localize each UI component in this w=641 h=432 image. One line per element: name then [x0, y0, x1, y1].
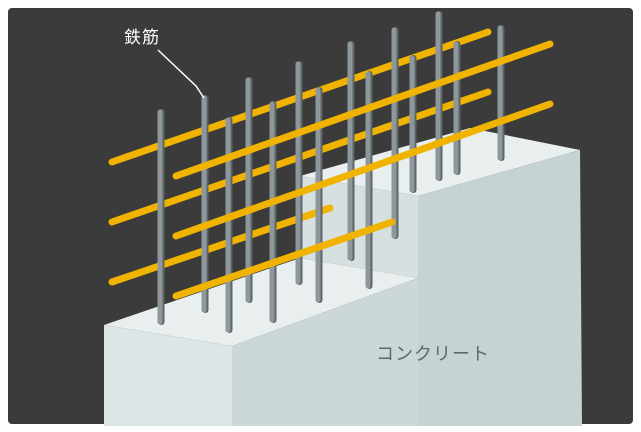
- concrete-upper-side: [300, 176, 418, 278]
- horizontal-rebar-front: [172, 218, 396, 300]
- concrete-label: コンクリート: [376, 344, 490, 365]
- rebar-label: 鉄筋: [124, 28, 160, 48]
- rebar-front-layer: [157, 11, 554, 333]
- concrete-lower-side: [104, 325, 232, 426]
- horizontal-rebar-front: [172, 40, 554, 180]
- horizontal-rebar-rear: [108, 204, 334, 286]
- concrete-upper-front: [418, 150, 582, 426]
- concrete-lower-front: [232, 278, 418, 426]
- horizontal-rebar-front: [172, 100, 554, 240]
- concrete-lower-top: [104, 258, 418, 346]
- rebar-leader-line: [157, 49, 205, 99]
